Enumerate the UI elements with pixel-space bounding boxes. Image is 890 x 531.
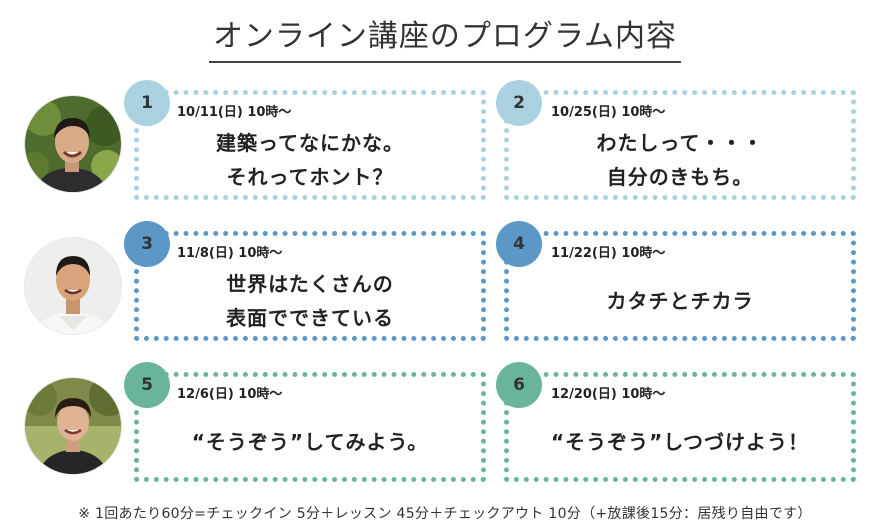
footnote: ※ 1回あたり60分=チェックイン 5分＋レッスン 45分＋チェックアウト 10… bbox=[78, 506, 812, 522]
page-title-wrap: オンライン講座のプログラム内容 bbox=[0, 18, 890, 63]
instructor-photo-2 bbox=[25, 238, 121, 334]
session-title: 世界はたくさんの 表面でできている bbox=[139, 266, 481, 336]
session-number-badge: 4 bbox=[496, 221, 542, 267]
session-number: 3 bbox=[141, 234, 153, 254]
session-date: 12/20(日) 10時〜 bbox=[551, 387, 666, 402]
session-title-line: わたしって・・・ bbox=[596, 131, 764, 155]
session-date: 11/8(日) 10時〜 bbox=[177, 246, 283, 261]
session-number: 6 bbox=[513, 375, 525, 395]
session-number: 2 bbox=[513, 93, 525, 113]
session-number-badge: 3 bbox=[124, 221, 170, 267]
session-number-badge: 2 bbox=[496, 80, 542, 126]
session-card-3: 11/8(日) 10時〜 世界はたくさんの 表面でできている bbox=[134, 231, 486, 341]
session-number-badge: 1 bbox=[124, 80, 170, 126]
session-title-line: 自分のきもち。 bbox=[606, 165, 754, 189]
session-title-line: それってホント？ bbox=[226, 165, 394, 189]
session-card-4: 11/22(日) 10時〜 カタチとチカラ bbox=[504, 231, 856, 341]
session-title: “そうぞう”してみよう。 bbox=[139, 407, 481, 477]
session-number: 4 bbox=[513, 234, 525, 254]
session-number-badge: 6 bbox=[496, 362, 542, 408]
session-number-badge: 5 bbox=[124, 362, 170, 408]
session-card-6: 12/20(日) 10時〜 “そうぞう”しつづけよう！ bbox=[504, 372, 856, 482]
session-title-line: “そうぞう”しつづけよう！ bbox=[550, 430, 810, 454]
session-card-1: 10/11(日) 10時〜 建築ってなにかな。 それってホント？ bbox=[134, 90, 486, 200]
session-title: カタチとチカラ bbox=[509, 266, 851, 336]
instructor-photo-1 bbox=[25, 96, 121, 192]
session-number: 5 bbox=[141, 375, 153, 395]
session-number: 1 bbox=[141, 93, 153, 113]
session-title: “そうぞう”しつづけよう！ bbox=[509, 407, 851, 477]
session-date: 10/25(日) 10時〜 bbox=[551, 105, 666, 120]
session-title-line: 表面でできている bbox=[226, 306, 394, 330]
session-date: 11/22(日) 10時〜 bbox=[551, 246, 666, 261]
session-title-line: 建築ってなにかな。 bbox=[216, 131, 404, 155]
session-title-line: “そうぞう”してみよう。 bbox=[191, 430, 429, 454]
instructor-photo-3 bbox=[25, 378, 121, 474]
session-date: 12/6(日) 10時〜 bbox=[177, 387, 283, 402]
session-card-5: 12/6(日) 10時〜 “そうぞう”してみよう。 bbox=[134, 372, 486, 482]
session-card-2: 10/25(日) 10時〜 わたしって・・・ 自分のきもち。 bbox=[504, 90, 856, 200]
session-title-line: 世界はたくさんの bbox=[226, 272, 394, 296]
session-title-line: カタチとチカラ bbox=[606, 289, 754, 313]
session-title: 建築ってなにかな。 それってホント？ bbox=[139, 125, 481, 195]
page-title: オンライン講座のプログラム内容 bbox=[208, 18, 682, 63]
session-date: 10/11(日) 10時〜 bbox=[177, 105, 292, 120]
session-title: わたしって・・・ 自分のきもち。 bbox=[509, 125, 851, 195]
